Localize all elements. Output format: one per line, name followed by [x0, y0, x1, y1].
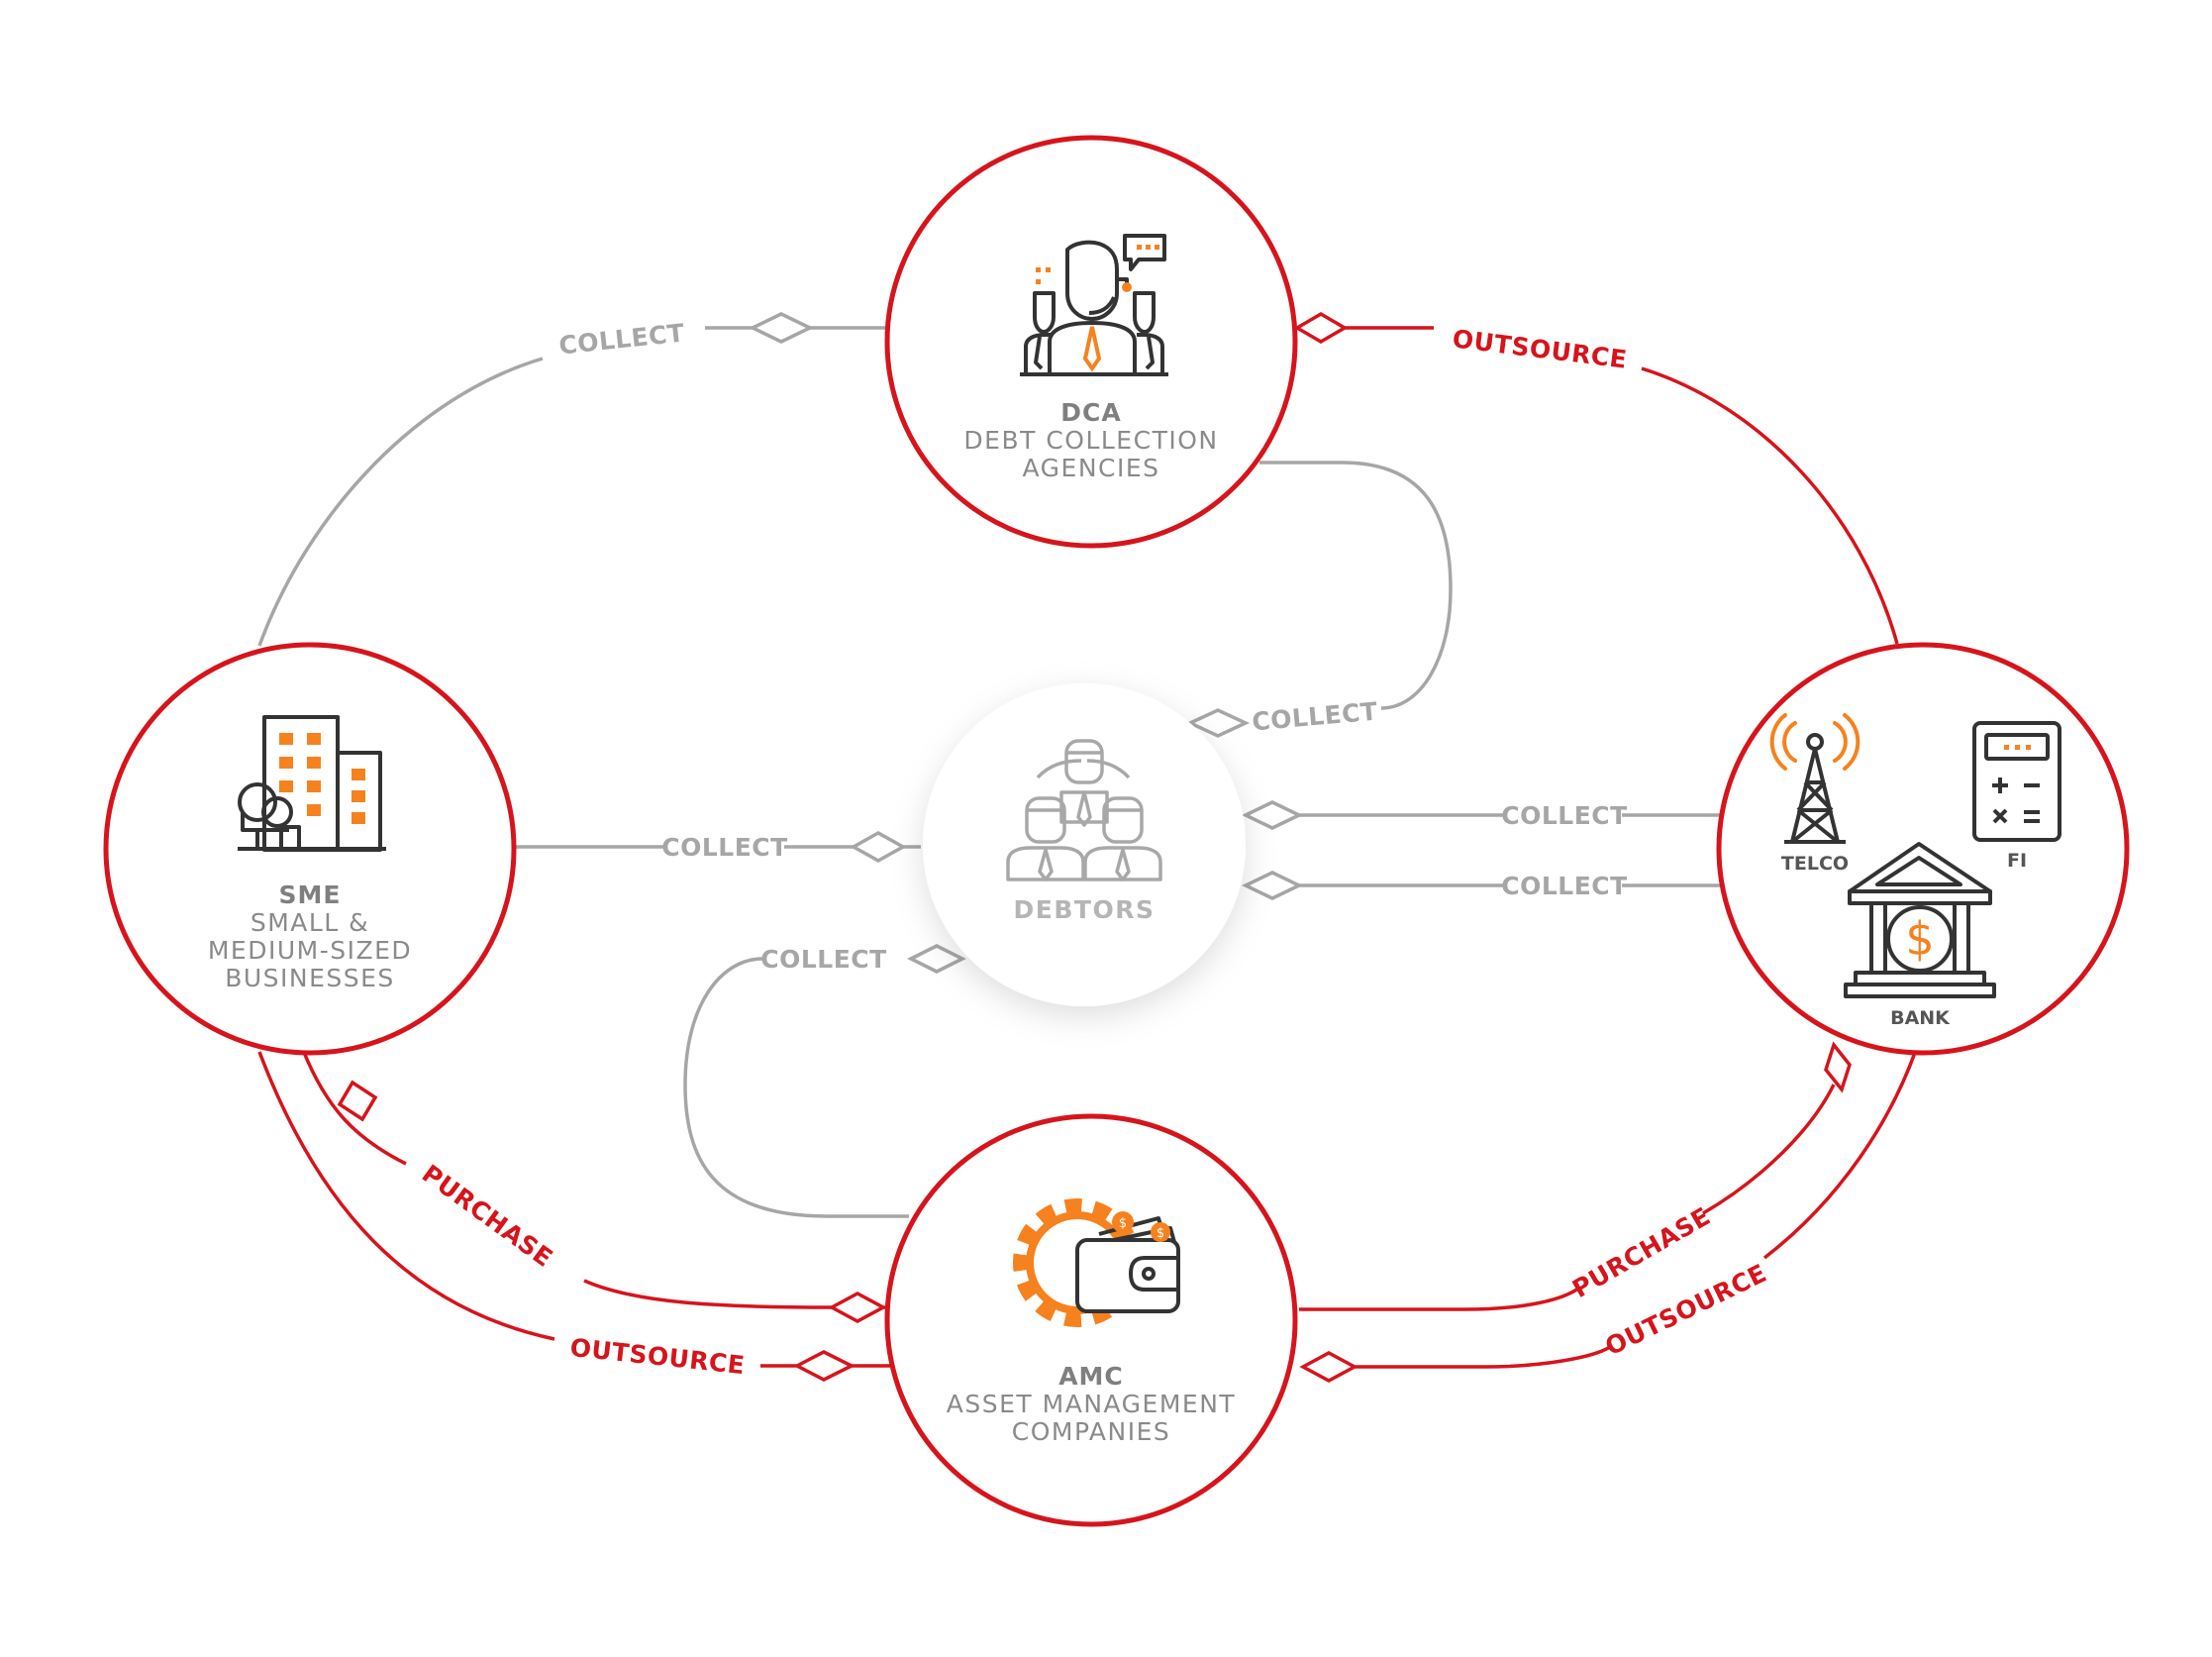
coin-dollar-icon-2: $: [1156, 1226, 1164, 1241]
label-sme-amc-purchase: PURCHASE: [417, 1159, 558, 1273]
label-dca-debtors: COLLECT: [1251, 697, 1378, 737]
dca-line1: DEBT COLLECTION: [963, 426, 1218, 455]
sme-amc-outsource-arc: [257, 1051, 555, 1341]
amc-abbr: AMC: [1058, 1362, 1124, 1391]
label-sme-amc-outsource: OUTSOURCE: [568, 1333, 746, 1380]
calculator-icon: FI: [1972, 721, 2061, 872]
bank-icon: $ BANK: [1844, 842, 1996, 1029]
sme-dca-connector: [257, 357, 544, 647]
creditors-amc-outsource-end: [1762, 1049, 1918, 1260]
creditors-dca-connector-arc: [1641, 366, 1899, 645]
gray-connectors: [257, 326, 1723, 1218]
fi-label: FI: [2007, 850, 2027, 872]
diamond-creditors-amc-outsource-start: [1299, 1351, 1358, 1383]
label-sme-dca: COLLECT: [557, 318, 686, 360]
dollar-sign-icon: $: [1905, 912, 1934, 966]
office-buildings-icon: [238, 715, 386, 852]
coin-dollar-icon: $: [1119, 1216, 1127, 1231]
dca-abbr: DCA: [1060, 398, 1121, 427]
sme-line1: SMALL &: [251, 908, 369, 937]
sme-line2: MEDIUM-SIZED: [208, 936, 412, 965]
diamond-sme-amc-purchase-start: [337, 1080, 378, 1122]
debtors-group-icon: [1006, 739, 1162, 881]
sme-abbr: SME: [279, 880, 342, 909]
node-amc[interactable]: $ $ AMC ASSET MANAGEMENT COMPANIES: [884, 1113, 1298, 1527]
amc-debtors-connector: [683, 957, 909, 1218]
amc-line2: COMPANIES: [1012, 1417, 1171, 1446]
diamond-dca-debtors: [1185, 708, 1251, 738]
amc-line1: ASSET MANAGEMENT: [947, 1390, 1236, 1418]
diamond-creditors-debtors-2: [1241, 871, 1304, 900]
label-creditors-dca: OUTSOURCE: [1451, 324, 1629, 373]
label-creditors-debtors-1: COLLECT: [1501, 801, 1627, 830]
diamond-amc-debtors: [907, 944, 966, 974]
bank-label: BANK: [1890, 1007, 1951, 1029]
diamond-sme-dca: [748, 312, 815, 344]
diamond-sme-amc-outsource-end: [793, 1350, 855, 1382]
creditors-amc-purchase-end: [1702, 1084, 1836, 1215]
dca-line2: AGENCIES: [1022, 454, 1159, 482]
sme-amc-purchase-arc: [301, 1049, 407, 1166]
sme-line3: BUSINESSES: [225, 964, 395, 992]
telco-label: TELCO: [1781, 853, 1849, 875]
red-connectors: [257, 326, 1918, 1369]
telco-tower-icon: TELCO: [1769, 713, 1860, 875]
label-sme-debtors: COLLECT: [661, 833, 787, 862]
label-amc-debtors: COLLECT: [760, 945, 886, 974]
creditors-amc-outsource-arc: [1355, 1345, 1611, 1369]
call-center-agents-icon: [1020, 234, 1168, 376]
gray-diamonds: [748, 312, 1304, 974]
gear-wallet-icon: $ $: [1013, 1198, 1180, 1327]
node-creditors[interactable]: TELCO FI: [1716, 642, 2130, 1056]
debtors-label: DEBTORS: [1014, 895, 1156, 924]
diamond-sme-amc-purchase-end: [828, 1292, 887, 1323]
node-debtors[interactable]: DEBTORS: [923, 683, 1246, 1006]
red-diamonds: [337, 311, 1852, 1383]
dca-debtors-connector: [1259, 461, 1453, 710]
diamond-creditors-debtors-1: [1241, 800, 1304, 830]
diamond-sme-debtors: [850, 830, 907, 864]
call-center-accent: [1036, 245, 1159, 372]
diamond-creditors-dca: [1293, 311, 1349, 345]
diamond-creditors-amc-purchase-start: [1824, 1041, 1852, 1093]
label-creditors-amc-purchase: PURCHASE: [1567, 1201, 1715, 1303]
creditors-amc-purchase-arc: [1299, 1286, 1581, 1311]
label-creditors-debtors-2: COLLECT: [1501, 872, 1627, 900]
node-dca[interactable]: DCA DEBT COLLECTION AGENCIES: [884, 135, 1298, 549]
node-sme[interactable]: SME SMALL & MEDIUM-SIZED BUSINESSES: [103, 642, 517, 1056]
